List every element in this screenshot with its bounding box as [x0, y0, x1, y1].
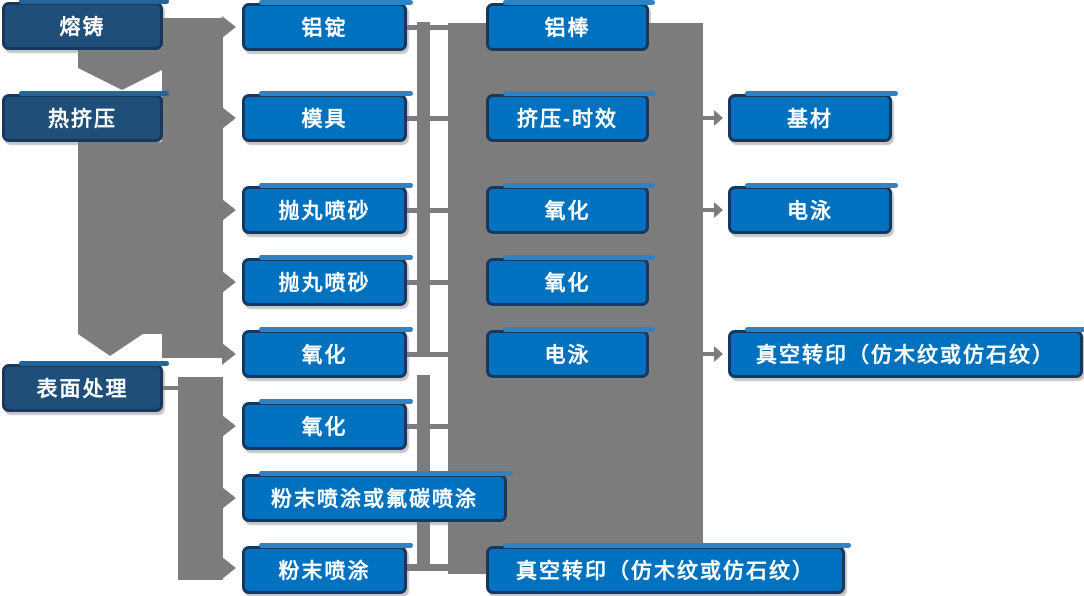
thin-arrow-jicai-stem: [703, 116, 714, 120]
trunk-arrowhead-row7-icon: [222, 487, 236, 509]
node-label: 粉末喷涂: [278, 560, 371, 583]
node-label: 电泳: [544, 344, 591, 367]
node-zhenkong-c4: 真空转印（仿木纹或仿石纹）: [728, 327, 1084, 378]
node-fenmo: 粉末喷涂: [242, 543, 413, 594]
node-dianyong-c4: 电泳: [728, 183, 898, 234]
node-jicai: 基材: [728, 91, 898, 142]
trunk-arrowhead-row2-icon: [222, 107, 236, 129]
trunk-arrowhead-row4-icon: [222, 271, 236, 293]
node-label: 熔铸: [59, 16, 106, 39]
node-label: 基材: [787, 108, 833, 131]
trunk-arrowhead-row6-icon: [222, 415, 236, 437]
bus-stub-row5: [407, 352, 448, 357]
node-label: 铝棒: [544, 17, 591, 40]
down-arrow-extrude-head-icon: [78, 334, 143, 356]
node-jiya-shixiao: 挤压-时效: [486, 91, 655, 142]
node-label: 挤压-时效: [517, 108, 618, 131]
node-label: 氧化: [301, 344, 348, 367]
bus-bar-upper: [417, 22, 430, 353]
node-label: 氧化: [544, 272, 591, 295]
surface-treatment-stub: [163, 386, 178, 390]
node-yanghua-c2a: 氧化: [242, 327, 413, 378]
node-label: 氧化: [544, 200, 591, 223]
thin-arrow-dianyong-stem: [703, 208, 714, 212]
bus-stub-row2: [407, 116, 448, 121]
trunk-lower: [178, 377, 223, 580]
node-rejiya: 热挤压: [2, 91, 169, 142]
node-yanghua-c3a: 氧化: [486, 183, 655, 234]
node-dianyong-c3: 电泳: [486, 327, 655, 378]
node-label: 真空转印（仿木纹或仿石纹）: [756, 344, 1055, 367]
bus-stub-row6: [407, 424, 448, 429]
trunk-arrowhead-row8-icon: [222, 557, 236, 579]
trunk-arrowhead-row1-icon: [222, 16, 236, 38]
node-label: 电泳: [787, 200, 833, 223]
node-zhenkong-c3: 真空转印（仿木纹或仿石纹）: [486, 543, 851, 594]
node-yanghua-c3b: 氧化: [486, 255, 655, 306]
down-arrow-melt-head-icon: [78, 68, 166, 90]
node-rongzhu: 熔铸: [2, 0, 169, 50]
node-label: 抛丸喷砂: [278, 200, 371, 223]
node-label: 铝锭: [301, 17, 348, 40]
down-arrow-extrude-stem: [78, 142, 166, 334]
down-arrow-melt-stem: [78, 48, 166, 68]
node-lvbang: 铝棒: [486, 0, 655, 51]
bus-stub-row4: [407, 280, 448, 285]
bus-stub-row3: [407, 208, 448, 213]
node-paowan2: 抛丸喷砂: [242, 255, 413, 306]
node-label: 真空转印（仿木纹或仿石纹）: [516, 560, 815, 583]
node-paowan1: 抛丸喷砂: [242, 183, 413, 234]
node-label: 粉末喷涂或氟碳喷涂: [271, 488, 478, 511]
bus-stub-row1: [407, 25, 448, 30]
thin-arrow-zhenkong-stem: [703, 352, 714, 356]
node-label: 氧化: [301, 416, 348, 439]
node-label: 表面处理: [36, 378, 129, 401]
node-lvding: 铝锭: [242, 0, 413, 51]
trunk-upper: [162, 18, 223, 358]
node-label: 模具: [301, 108, 348, 131]
trunk-arrowhead-row3-icon: [222, 199, 236, 221]
trunk-arrowhead-row5-icon: [222, 343, 236, 365]
node-label: 抛丸喷砂: [278, 272, 371, 295]
node-yanghua-c2b: 氧化: [242, 399, 413, 450]
node-fentan: 粉末喷涂或氟碳喷涂: [242, 471, 513, 522]
thin-arrow-jicai-head-icon: [714, 110, 723, 126]
node-muju: 模具: [242, 91, 413, 142]
thin-arrow-zhenkong-head-icon: [714, 346, 723, 362]
thin-arrow-dianyong-head-icon: [714, 202, 723, 218]
bus-stub-row8: [407, 564, 448, 571]
node-label: 热挤压: [48, 108, 117, 131]
node-biaomianchuli: 表面处理: [2, 361, 169, 412]
